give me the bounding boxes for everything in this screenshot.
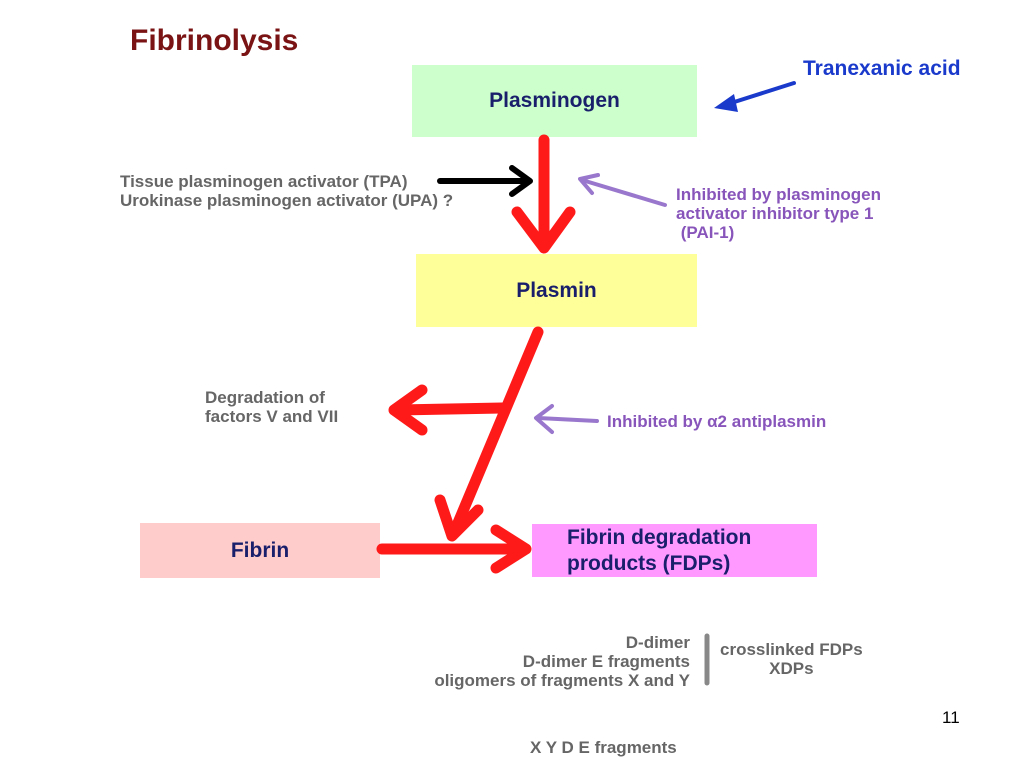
upa-label: Urokinase plasminogen activator (UPA) ? (120, 191, 454, 210)
degradation-label: Degradation of factors V and VII (205, 388, 338, 426)
pai-inhibition-label: Inhibited by plasminogen activator inhib… (676, 185, 881, 242)
plasminogen-to-plasmin-arrow (511, 134, 576, 254)
fdp-node: Fibrin degradation products (FDPs) (532, 524, 817, 577)
crosslinked-fdps-line2: XDPs (769, 659, 814, 678)
page-title: Fibrinolysis (130, 24, 299, 57)
pai-inhibition-arrow (578, 173, 667, 207)
plasmin-to-fibrin-arrow (434, 326, 544, 542)
plasminogen-label: Plasminogen (489, 89, 620, 112)
plasminogen-node: Plasminogen (412, 65, 697, 137)
pai-label-line3: (PAI-1) (676, 223, 735, 242)
fibrin-label: Fibrin (230, 538, 290, 562)
degradation-arrow (388, 384, 508, 436)
page-number: 11 (942, 708, 960, 727)
tpa-label: Tissue plasminogen activator (TPA) (120, 172, 408, 191)
tranexamic-acid-label: Tranexanic acid (803, 57, 961, 80)
degradation-label-line1: Degradation of (205, 388, 325, 407)
d-dimer-e-item: D-dimer E fragments (522, 652, 690, 671)
tranexamic-arrow (714, 81, 796, 112)
activators-label: Tissue plasminogen activator (TPA) Uroki… (120, 172, 453, 210)
activator-arrow (437, 165, 533, 197)
pai-label-line2: activator inhibitor type 1 (676, 204, 874, 223)
fdp-label-line2: products (FDPs) (567, 551, 731, 575)
d-dimer-item: D-dimer (625, 633, 690, 652)
antiplasmin-inhibition-arrow (534, 404, 599, 434)
pai-label-line1: Inhibited by plasminogen (676, 185, 881, 204)
alpha2-antiplasmin-label: Inhibited by α2 antiplasmin (607, 412, 827, 431)
fdp-label-line1: Fibrin degradation (567, 525, 752, 549)
crosslinked-fdps-line1: crosslinked FDPs (720, 640, 863, 659)
xyde-fragments-label: X Y D E fragments (530, 738, 677, 757)
plasmin-node: Plasmin (416, 254, 697, 327)
fibrin-node: Fibrin (140, 523, 380, 578)
d-dimer-list: D-dimer D-dimer E fragments oligomers of… (434, 633, 690, 690)
degradation-label-line2: factors V and VII (205, 407, 339, 426)
plasmin-label: Plasmin (516, 278, 597, 302)
crosslinked-fdps-label: crosslinked FDPs XDPs (720, 640, 863, 678)
oligomers-item: oligomers of fragments X and Y (434, 671, 690, 690)
fibrin-to-fdp-arrow (376, 524, 532, 574)
